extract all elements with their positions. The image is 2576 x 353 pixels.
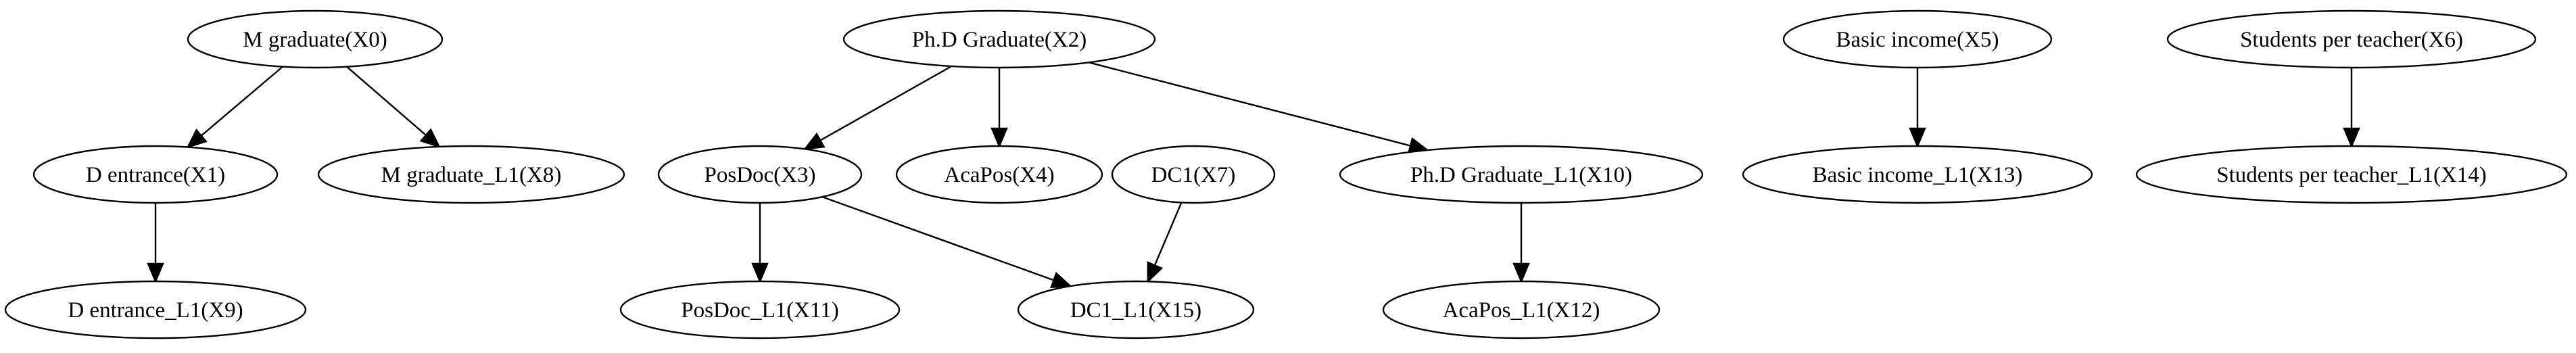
arrowhead — [147, 262, 164, 284]
node-label: Ph.D Graduate_L1(X10) — [1410, 163, 1632, 187]
edges-layer — [147, 62, 2360, 288]
arrowhead — [2343, 127, 2360, 149]
edge-line — [1089, 62, 1411, 147]
node-label: DC1_L1(X15) — [1070, 298, 1201, 323]
node-ellipse — [1111, 145, 1276, 204]
node-ellipse — [2166, 9, 2537, 69]
arrowhead — [1512, 262, 1530, 284]
node-label: DC1(X7) — [1151, 163, 1236, 187]
arrowhead — [419, 128, 441, 148]
node-label: PosDoc_L1(X11) — [681, 298, 838, 323]
node-ellipse — [2135, 145, 2568, 204]
node-x11: PosDoc_L1(X11) — [619, 280, 901, 339]
edge-line — [1153, 202, 1183, 266]
node-ellipse — [4, 280, 307, 339]
node-x5: Basic income(X5) — [1782, 9, 2053, 69]
node-ellipse — [895, 145, 1103, 204]
node-x1: D entrance(X1) — [32, 145, 279, 204]
edge-x10-x12 — [1512, 203, 1530, 284]
edge-x1-x9 — [147, 203, 164, 284]
edge-x3-x15 — [821, 196, 1072, 288]
node-x14: Students per teacher_L1(X14) — [2135, 145, 2568, 204]
node-label: Students per teacher_L1(X14) — [2216, 163, 2487, 187]
node-ellipse — [317, 145, 625, 204]
edge-x0-x8 — [346, 66, 441, 148]
node-x12: AcaPos_L1(X12) — [1382, 280, 1661, 339]
node-label: Ph.D Graduate(X2) — [912, 28, 1087, 52]
node-ellipse — [657, 145, 863, 204]
node-ellipse — [1339, 145, 1704, 204]
arrowhead — [991, 127, 1008, 149]
node-x7: DC1(X7) — [1111, 145, 1276, 204]
edge-line — [200, 66, 283, 137]
node-label: D entrance(X1) — [86, 163, 225, 187]
node-ellipse — [1782, 9, 2053, 69]
node-label: AcaPos_L1(X12) — [1443, 298, 1600, 323]
node-ellipse — [32, 145, 279, 204]
edge-x6-x14 — [2343, 68, 2360, 149]
node-label: Basic income_L1(X13) — [1813, 163, 2023, 187]
edge-x2-x10 — [1089, 62, 1430, 154]
node-ellipse — [1742, 145, 2093, 204]
edge-x2-x3 — [803, 65, 952, 150]
node-x8: M graduate_L1(X8) — [317, 145, 625, 204]
arrowhead — [803, 132, 826, 150]
node-label: PosDoc(X3) — [705, 163, 816, 187]
edge-x7-x15 — [1147, 202, 1183, 284]
node-x4: AcaPos(X4) — [895, 145, 1103, 204]
node-ellipse — [1382, 280, 1661, 339]
node-x6: Students per teacher(X6) — [2166, 9, 2537, 69]
node-x10: Ph.D Graduate_L1(X10) — [1339, 145, 1704, 204]
arrowhead — [1909, 127, 1926, 149]
arrowhead — [751, 262, 769, 284]
node-label: M graduate(X0) — [243, 28, 387, 52]
node-ellipse — [1017, 280, 1255, 339]
node-label: Students per teacher(X6) — [2240, 28, 2463, 52]
edge-x0-x1 — [186, 66, 283, 149]
edge-line — [821, 196, 1054, 281]
edge-x5-x13 — [1909, 68, 1926, 149]
arrowhead — [1147, 261, 1164, 284]
arrowhead — [186, 128, 208, 149]
edge-x2-x4 — [991, 68, 1008, 149]
node-label: D entrance_L1(X9) — [68, 298, 243, 323]
node-x13: Basic income_L1(X13) — [1742, 145, 2093, 204]
node-x3: PosDoc(X3) — [657, 145, 863, 204]
edge-x3-x11 — [751, 203, 769, 284]
edge-line — [819, 65, 952, 141]
node-label: AcaPos(X4) — [944, 163, 1054, 187]
node-x2: Ph.D Graduate(X2) — [842, 9, 1156, 69]
node-x9: D entrance_L1(X9) — [4, 280, 307, 339]
node-label: M graduate_L1(X8) — [381, 163, 562, 187]
node-label: Basic income(X5) — [1836, 28, 1999, 52]
node-x0: M graduate(X0) — [187, 9, 444, 69]
node-ellipse — [619, 280, 901, 339]
node-ellipse — [187, 9, 444, 69]
nodes-layer: M graduate(X0) D entrance(X1) M graduate_L… — [4, 9, 2568, 339]
node-ellipse — [842, 9, 1156, 69]
node-x15: DC1_L1(X15) — [1017, 280, 1255, 339]
arrowhead — [1050, 271, 1072, 288]
edge-line — [346, 66, 427, 136]
